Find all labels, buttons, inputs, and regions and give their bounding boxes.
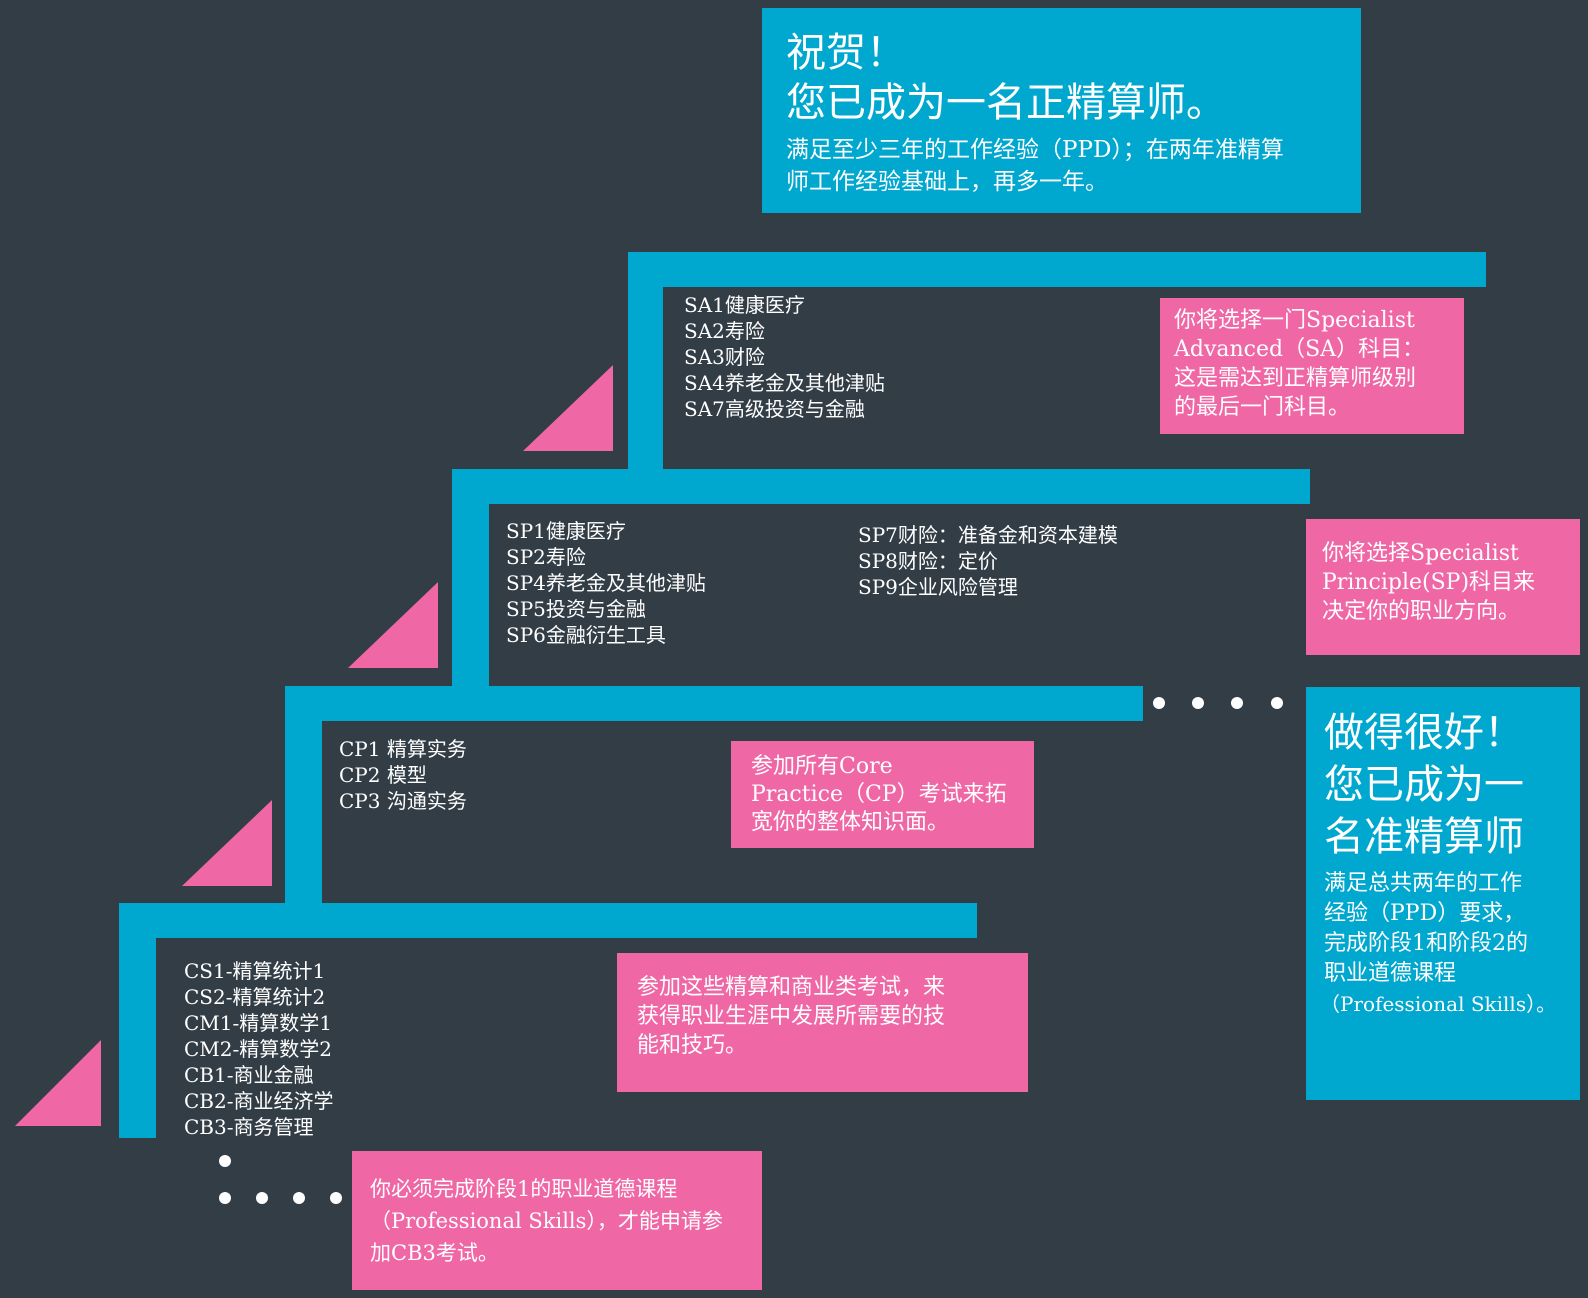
sa-note-line: 这是需达到正精算师级别 xyxy=(1174,366,1417,391)
list-item: SP1健康医疗 xyxy=(506,519,626,543)
cp-note-line: 宽你的整体知识面。 xyxy=(751,810,950,835)
list-item: CP3 沟通实务 xyxy=(339,789,467,813)
step-bar-cp-riser xyxy=(285,686,322,904)
fellow-body-line2: 师工作经验基础上，再多一年。 xyxy=(786,169,1108,195)
step-bar-sp-top xyxy=(452,469,1310,504)
sp-note-line: 决定你的职业方向。 xyxy=(1322,599,1521,624)
core-note-line: 能和技巧。 xyxy=(637,1033,748,1058)
list-item: CM1-精算数学1 xyxy=(184,1011,332,1035)
dot-connector xyxy=(1192,697,1204,709)
list-item: SP5投资与金融 xyxy=(506,597,646,621)
list-item: CP1 精算实务 xyxy=(339,737,467,761)
dot-connector xyxy=(1231,697,1243,709)
cp-note-line: 参加所有Core xyxy=(751,754,893,779)
step-triangle-sp xyxy=(348,582,438,668)
sa-note-line: 的最后一门科目。 xyxy=(1174,395,1351,420)
sa-note: 你将选择一门Specialist Advanced（SA）科目： 这是需达到正精… xyxy=(1160,298,1464,434)
step-bar-cp-top xyxy=(285,686,1143,721)
list-item: CS1-精算统计1 xyxy=(184,959,326,983)
list-item: CS2-精算统计2 xyxy=(184,985,326,1009)
list-item: CB2-商业经济学 xyxy=(184,1089,334,1113)
associate-title-line3: 名准精算师 xyxy=(1324,814,1524,860)
associate-title-line2: 您已成为一 xyxy=(1324,762,1524,808)
professional-skills-note-line: （Professional Skills），才能申请参 xyxy=(370,1209,723,1233)
list-item: CB1-商业金融 xyxy=(184,1063,314,1087)
step-triangle-sa xyxy=(523,365,613,451)
dot-connector xyxy=(219,1192,231,1204)
list-item: CP2 模型 xyxy=(339,763,427,787)
step-triangle-cp xyxy=(182,800,272,886)
step-bar-sp-riser xyxy=(452,469,489,687)
cp-note: 参加所有Core Practice（CP）考试来拓 宽你的整体知识面。 xyxy=(731,741,1034,848)
cp-note-line: Practice（CP）考试来拓 xyxy=(751,782,1007,807)
sa-note-line: Advanced（SA）科目： xyxy=(1174,337,1425,362)
professional-skills-note-line: 加CB3考试。 xyxy=(370,1241,499,1265)
dot-connector xyxy=(256,1192,268,1204)
step-bar-sa-riser xyxy=(628,252,663,470)
list-item: CM2-精算数学2 xyxy=(184,1037,332,1061)
associate-body-line3: 完成阶段1和阶段2的 xyxy=(1324,931,1528,956)
fellow-congrats-box: 祝贺！ 您已成为一名正精算师。 满足至少三年的工作经验（PPD）；在两年准精算 … xyxy=(762,8,1361,213)
cp-subject-list: CP1 精算实务 CP2 模型 CP3 沟通实务 xyxy=(339,736,467,814)
dot-connector xyxy=(330,1192,342,1204)
core-note-line: 获得职业生涯中发展所需要的技 xyxy=(637,1004,946,1029)
list-item: SP7财险：准备金和资本建模 xyxy=(858,523,1118,547)
sp-note: 你将选择Specialist Principle(SP)科目来 决定你的职业方向… xyxy=(1306,519,1580,655)
list-item: CB3-商务管理 xyxy=(184,1115,314,1139)
list-item: SA2寿险 xyxy=(684,319,765,343)
list-item: SP8财险：定价 xyxy=(858,549,998,573)
dot-connector xyxy=(219,1155,231,1167)
associate-body-line4: 职业道德课程 xyxy=(1324,961,1457,986)
list-item: SP2寿险 xyxy=(506,545,586,569)
core-subject-list: CS1-精算统计1 CS2-精算统计2 CM1-精算数学1 CM2-精算数学2 … xyxy=(184,958,333,1140)
list-item: SP4养老金及其他津贴 xyxy=(506,571,706,595)
sp-subject-list-right: SP7财险：准备金和资本建模 SP8财险：定价 SP9企业风险管理 xyxy=(858,522,1118,600)
sa-note-line: 你将选择一门Specialist xyxy=(1174,308,1415,333)
professional-skills-note-line: 你必须完成阶段1的职业道德课程 xyxy=(370,1177,678,1201)
fellow-body-line1: 满足至少三年的工作经验（PPD）；在两年准精算 xyxy=(786,137,1284,163)
fellow-title-line2: 您已成为一名正精算师。 xyxy=(786,80,1226,126)
associate-title-line1: 做得很好！ xyxy=(1324,710,1524,756)
associate-body-line2: 经验（PPD）要求， xyxy=(1324,901,1526,926)
dot-connector xyxy=(293,1192,305,1204)
step-bar-sa-top xyxy=(628,252,1486,287)
sp-subject-list-left: SP1健康医疗 SP2寿险 SP4养老金及其他津贴 SP5投资与金融 SP6金融… xyxy=(506,518,706,648)
sp-note-line: 你将选择Specialist xyxy=(1322,541,1519,566)
list-item: SA1健康医疗 xyxy=(684,293,805,317)
sa-subject-list: SA1健康医疗 SA2寿险 SA3财险 SA4养老金及其他津贴 SA7高级投资与… xyxy=(684,292,885,422)
associate-body-line1: 满足总共两年的工作 xyxy=(1324,871,1523,896)
step-bar-core-riser xyxy=(119,903,156,1138)
professional-skills-note: 你必须完成阶段1的职业道德课程 （Professional Skills），才能… xyxy=(352,1151,762,1290)
list-item: SA4养老金及其他津贴 xyxy=(684,371,885,395)
list-item: SP9企业风险管理 xyxy=(858,575,1018,599)
associate-congrats-box: 做得很好！ 您已成为一 名准精算师 满足总共两年的工作 经验（PPD）要求， 完… xyxy=(1306,687,1580,1100)
fellow-title-line1: 祝贺！ xyxy=(786,30,906,76)
list-item: SA3财险 xyxy=(684,345,765,369)
core-note-line: 参加这些精算和商业类考试，来 xyxy=(637,975,946,1000)
sp-note-line: Principle(SP)科目来 xyxy=(1322,570,1536,595)
core-note: 参加这些精算和商业类考试，来 获得职业生涯中发展所需要的技 能和技巧。 xyxy=(617,953,1028,1092)
step-bar-core-top xyxy=(119,903,977,938)
step-triangle-core xyxy=(15,1040,101,1126)
associate-body-line5: （Professional Skills）。 xyxy=(1320,992,1557,1016)
list-item: SA7高级投资与金融 xyxy=(684,397,865,421)
dot-connector xyxy=(1153,697,1165,709)
list-item: SP6金融衍生工具 xyxy=(506,623,666,647)
dot-connector xyxy=(1271,697,1283,709)
